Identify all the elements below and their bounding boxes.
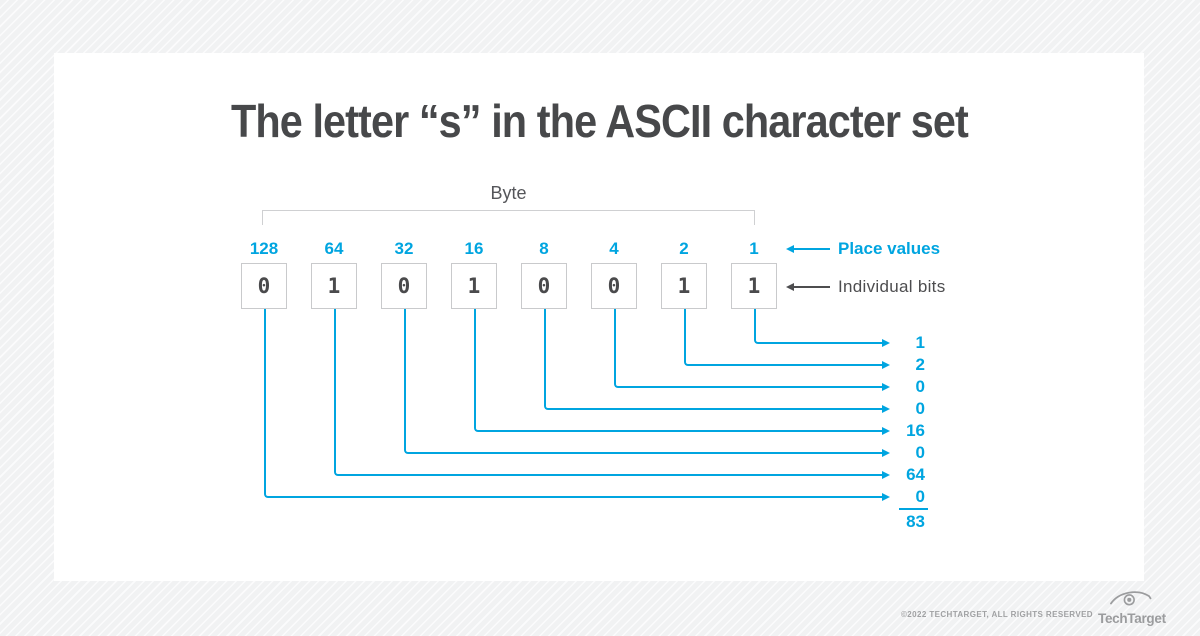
bit-box-64: 1 xyxy=(311,263,357,309)
byte-bracket xyxy=(262,210,755,225)
row-arrow-icon xyxy=(882,427,890,435)
copyright-text: ©2022 TECHTARGET, ALL RIGHTS RESERVED xyxy=(901,610,1093,619)
contribution-64: 64 xyxy=(906,465,925,484)
place-values-arrow-icon xyxy=(786,245,794,253)
connector-128 xyxy=(264,309,883,498)
contribution-4: 0 xyxy=(915,377,925,396)
byte-label: Byte xyxy=(490,183,527,203)
bit-box-2: 1 xyxy=(661,263,707,309)
bit-box-1: 1 xyxy=(731,263,777,309)
bit-box-128: 0 xyxy=(241,263,287,309)
connector-4 xyxy=(614,309,883,388)
place-value-128: 128 xyxy=(249,239,279,258)
diagram-card xyxy=(54,53,1144,581)
place-values-arrow-line xyxy=(793,248,830,250)
place-value-32: 32 xyxy=(394,239,414,258)
contribution-16: 16 xyxy=(906,421,925,440)
connector-32 xyxy=(404,309,883,454)
row-arrow-icon xyxy=(882,493,890,501)
page-title: The letter “s” in the ASCII character se… xyxy=(230,95,969,147)
row-arrow-icon xyxy=(882,383,890,391)
place-value-1: 1 xyxy=(749,239,759,258)
place-value-2: 2 xyxy=(679,239,689,258)
connector-8 xyxy=(544,309,883,410)
eye-icon xyxy=(1110,591,1152,606)
row-arrow-icon xyxy=(882,449,890,457)
sum-value: 83 xyxy=(906,512,925,531)
contribution-32: 0 xyxy=(915,443,925,462)
connector-1 xyxy=(754,309,883,344)
contribution-128: 0 xyxy=(915,487,925,506)
bit-box-16: 1 xyxy=(451,263,497,309)
individual-bits-arrow-line xyxy=(793,286,830,288)
row-arrow-icon xyxy=(882,361,890,369)
bit-box-8: 0 xyxy=(521,263,567,309)
row-arrow-icon xyxy=(882,339,890,347)
connector-64 xyxy=(334,309,883,476)
contribution-2: 2 xyxy=(915,355,925,374)
sum-divider xyxy=(899,508,928,510)
place-value-16: 16 xyxy=(464,239,484,258)
place-values-label: Place values xyxy=(838,239,941,258)
techtarget-logo: TechTarget xyxy=(1098,588,1166,626)
contribution-1: 1 xyxy=(915,333,925,352)
row-arrow-icon xyxy=(882,405,890,413)
place-value-4: 4 xyxy=(609,239,619,258)
place-value-64: 64 xyxy=(324,239,344,258)
contribution-8: 0 xyxy=(915,399,925,418)
individual-bits-label: Individual bits xyxy=(838,277,946,296)
connector-16 xyxy=(474,309,883,432)
bit-box-32: 0 xyxy=(381,263,427,309)
individual-bits-arrow-icon xyxy=(786,283,794,291)
connector-2 xyxy=(684,309,883,366)
bit-box-4: 0 xyxy=(591,263,637,309)
techtarget-wordmark: TechTarget xyxy=(1098,611,1166,626)
row-arrow-icon xyxy=(882,471,890,479)
place-value-8: 8 xyxy=(539,239,549,258)
